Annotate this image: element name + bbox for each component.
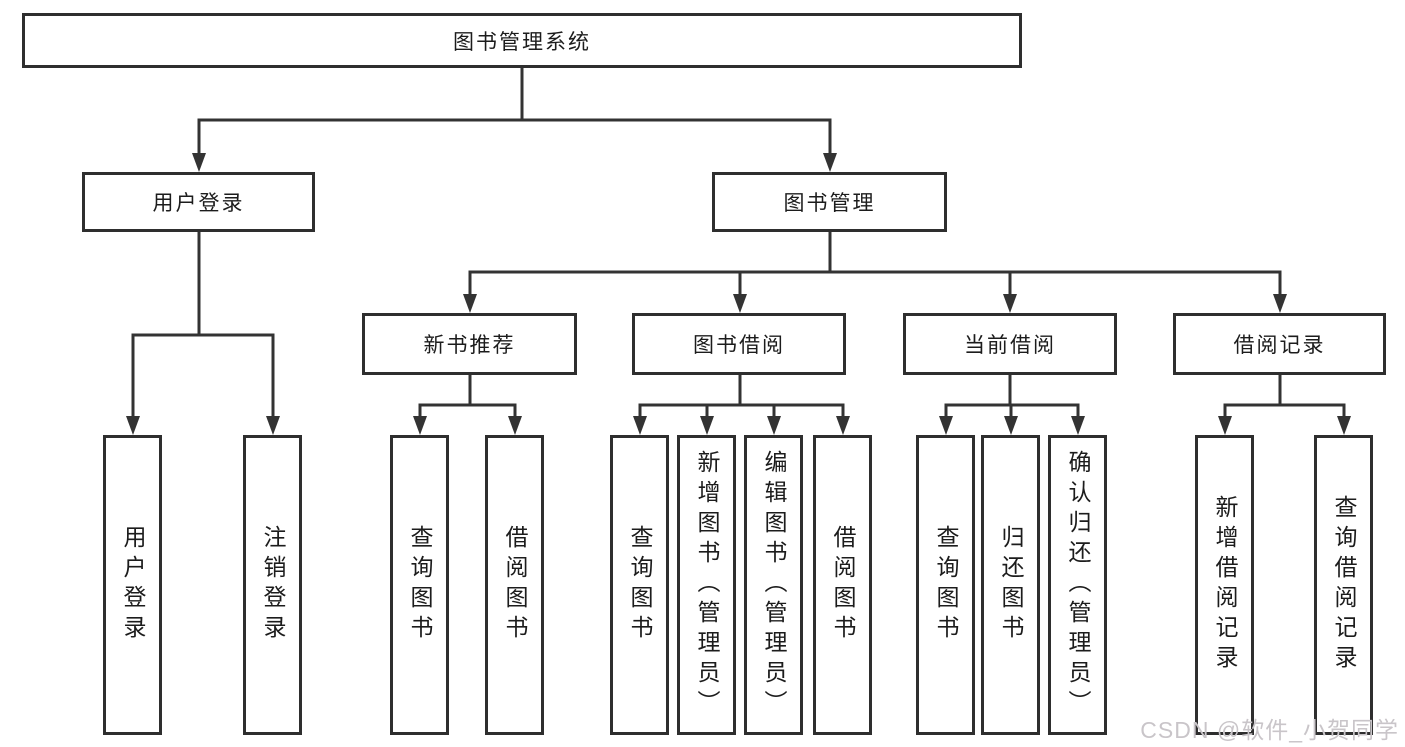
leaf-query-books-recommend: 查询图书: [390, 435, 449, 735]
leaf-query-books-current: 查询图书: [916, 435, 975, 735]
node-current-borrow: 当前借阅: [903, 313, 1117, 375]
leaf-borrow-books-recommend: 借阅图书: [485, 435, 544, 735]
node-book-borrow: 图书借阅: [632, 313, 846, 375]
node-new-book-recommend: 新书推荐: [362, 313, 577, 375]
leaf-borrow-books: 借阅图书: [813, 435, 872, 735]
leaf-query-books-borrow: 查询图书: [610, 435, 669, 735]
leaf-add-borrow-record: 新增借阅记录: [1195, 435, 1254, 735]
leaf-add-books-admin: 新增图书（管理员）: [677, 435, 736, 735]
leaf-user-login: 用户登录: [103, 435, 162, 735]
leaf-query-borrow-record: 查询借阅记录: [1314, 435, 1373, 735]
leaf-confirm-return-admin: 确认归还（管理员）: [1048, 435, 1107, 735]
leaf-edit-books-admin: 编辑图书（管理员）: [744, 435, 803, 735]
leaf-return-books: 归还图书: [981, 435, 1040, 735]
leaf-logout-login: 注销登录: [243, 435, 302, 735]
node-borrow-records: 借阅记录: [1173, 313, 1386, 375]
node-book-management: 图书管理: [712, 172, 947, 232]
node-user-login: 用户登录: [82, 172, 315, 232]
csdn-watermark: CSDN @软件_小贺同学: [1140, 717, 1399, 743]
node-library-management-system: 图书管理系统: [22, 13, 1022, 68]
